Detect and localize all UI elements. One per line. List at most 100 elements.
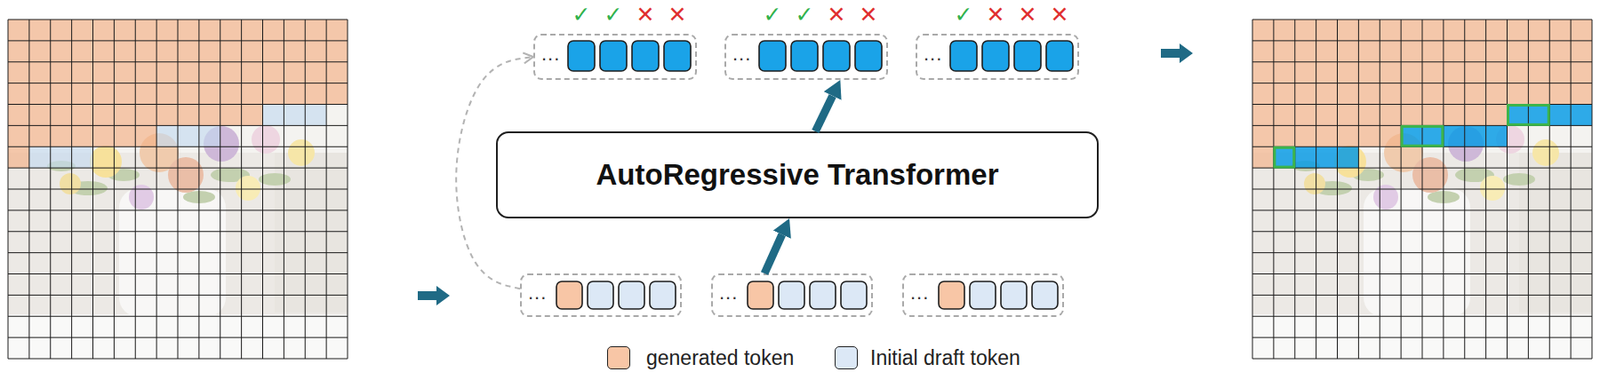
image-token-cell: [1358, 253, 1380, 275]
image-token-cell: [1443, 316, 1465, 338]
image-token-cell: [72, 104, 94, 127]
image-token-cell: [1464, 316, 1487, 338]
image-token-cell: [8, 168, 30, 190]
image-token-cell: [29, 62, 51, 84]
image-token-cell: [1295, 189, 1317, 211]
grid-line: [1252, 295, 1592, 296]
image-token-cell: [1507, 19, 1529, 41]
image-token-cell: [156, 232, 178, 254]
accepted-outline: [1508, 105, 1550, 126]
image-token-cell: [1549, 168, 1571, 190]
image-token-cell: [1486, 125, 1508, 147]
image-token-cell: [1273, 232, 1296, 254]
token-square: [747, 281, 774, 310]
image-token-cell: [1252, 83, 1274, 105]
image-token-cell: [304, 146, 327, 168]
image-token-cell: [1422, 253, 1444, 275]
image-token-cell: [1379, 274, 1401, 296]
legend-swatch: [607, 346, 631, 370]
image-token-cell: [1486, 232, 1508, 254]
image-token-cell: [1400, 337, 1423, 360]
image-token-cell: [1337, 62, 1360, 84]
image-token-cell: [241, 83, 264, 105]
image-token-cell: [1464, 168, 1487, 190]
image-token-cell: [1507, 40, 1529, 63]
image-token-cell: [1486, 337, 1508, 360]
image-token-cell: [1570, 83, 1592, 105]
image-token-cell: [1358, 210, 1380, 232]
token-square: [649, 281, 676, 310]
image-token-cell: [263, 316, 285, 338]
image-token-cell: [50, 295, 72, 317]
flow-arrow: [815, 96, 832, 132]
image-token-cell: [1295, 274, 1317, 296]
grid-line: [1252, 359, 1592, 360]
image-token-cell: [304, 337, 327, 360]
image-token-cell: [241, 125, 264, 147]
image-token-cell: [113, 125, 136, 147]
image-token-cell: [72, 189, 94, 211]
image-token-cell: [177, 146, 200, 168]
image-token-cell: [1295, 83, 1317, 105]
image-token-cell: [1549, 125, 1571, 147]
image-token-cell: [1464, 232, 1487, 254]
image-token-cell: [199, 168, 221, 190]
image-token-cell: [135, 83, 157, 105]
image-token-cell: [1337, 168, 1360, 190]
image-token-cell: [135, 189, 157, 211]
image-token-cell: [156, 295, 178, 317]
image-token-cell: [304, 253, 327, 275]
grid-line: [1252, 231, 1592, 232]
image-token-cell: [1422, 232, 1444, 254]
image-token-cell: [283, 253, 305, 275]
image-token-cell: [1358, 232, 1380, 254]
image-token-cell: [1400, 62, 1423, 84]
image-token-cell: [1252, 337, 1274, 360]
image-token-cell: [326, 104, 348, 127]
image-token-cell: [304, 168, 327, 190]
image-token-cell: [177, 168, 200, 190]
image-token-cell: [1379, 295, 1401, 317]
image-token-cell: [93, 104, 115, 127]
image-token-cell: [1570, 274, 1592, 296]
image-token-cell: [1570, 62, 1592, 84]
node-text: ...: [732, 42, 752, 66]
grid-line: [8, 125, 348, 127]
image-token-cell: [220, 316, 242, 338]
image-token-cell: [1464, 337, 1487, 360]
token-square: [982, 40, 1009, 72]
image-token-cell: [8, 19, 30, 41]
feedback-arrow: [456, 56, 534, 289]
grid-line: [1252, 252, 1592, 254]
image-token-cell: [220, 104, 242, 127]
image-token-cell: [1528, 104, 1550, 127]
image-token-cell: [304, 83, 327, 105]
image-token-cell: [72, 210, 94, 232]
image-token-cell: [1464, 104, 1487, 127]
image-token-cell: [1316, 189, 1338, 211]
image-token-cell: [1379, 337, 1401, 360]
image-token-cell: [1337, 295, 1360, 317]
image-token-cell: [29, 253, 51, 275]
image-token-cell: [1528, 40, 1550, 63]
image-token-cell: [50, 19, 72, 41]
output-token-group: ...: [724, 33, 888, 80]
image-token-cell: [1443, 125, 1465, 147]
image-token-cell: [1422, 40, 1444, 63]
image-token-cell: [1337, 40, 1360, 63]
image-token-cell: [263, 83, 285, 105]
image-token-cell: [283, 295, 305, 317]
image-token-cell: [1549, 189, 1571, 211]
image-token-cell: [113, 295, 136, 317]
image-token-cell: [1422, 19, 1444, 41]
image-token-cell: [263, 62, 285, 84]
image-token-cell: [1464, 295, 1487, 317]
image-token-cell: [199, 19, 221, 41]
image-token-cell: [29, 104, 51, 127]
image-token-cell: [1252, 210, 1274, 232]
node-text: ...: [719, 280, 738, 304]
node-text: ...: [923, 42, 943, 66]
image-token-cell: [8, 337, 30, 360]
image-token-cell: [1273, 104, 1296, 127]
image-token-cell: [1316, 83, 1338, 105]
